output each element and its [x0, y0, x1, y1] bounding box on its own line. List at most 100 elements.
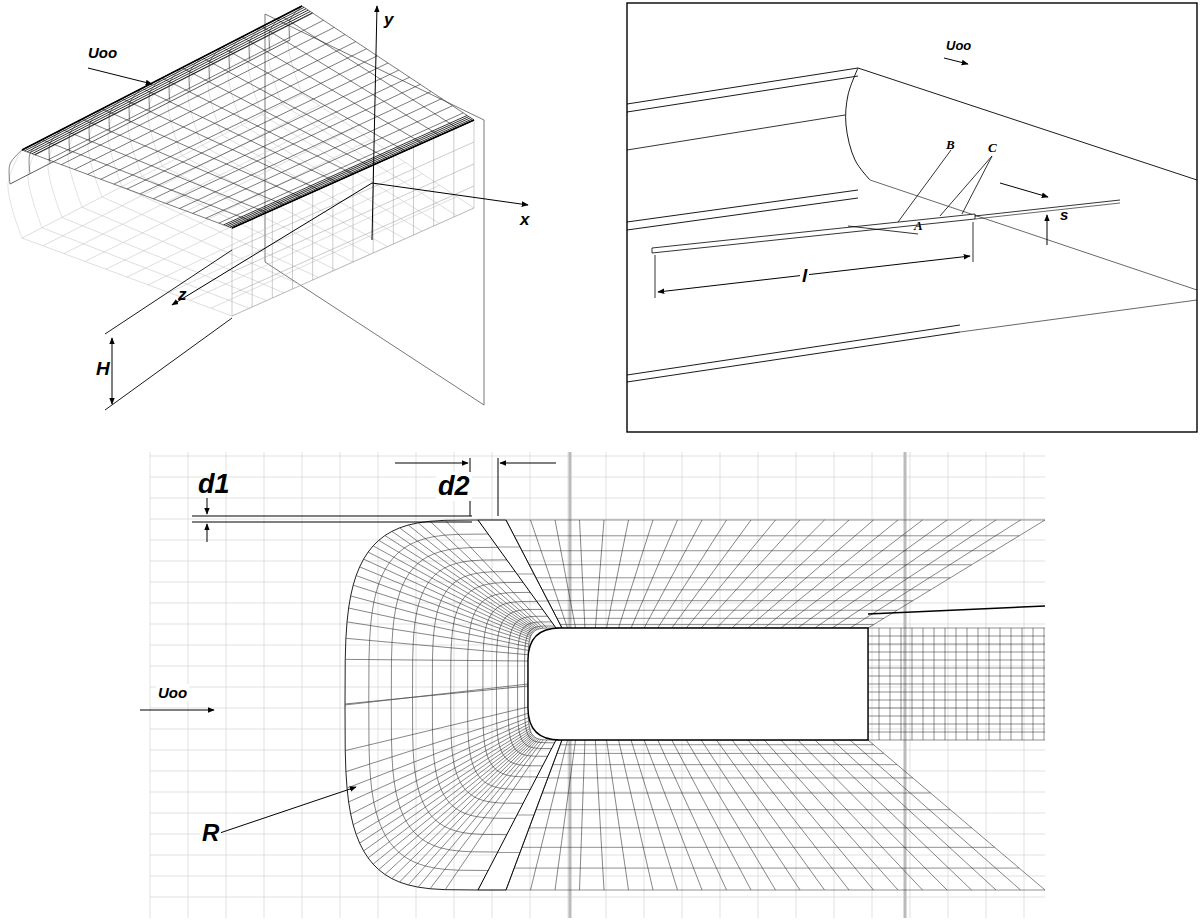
wedge-strip [517, 574, 534, 575]
z-axis [172, 183, 372, 305]
grid-line [150, 834, 1045, 835]
fan-line [506, 890, 1045, 891]
wake-mesh [868, 668, 1045, 669]
figure-label: Uoo [156, 684, 189, 701]
fan-line [536, 577, 950, 578]
top-mesh [153, 77, 409, 199]
fan-line [506, 740, 562, 890]
body-edge [627, 115, 845, 150]
grid-line [150, 519, 1045, 520]
figure-label: Uoo [86, 44, 119, 61]
body-3d-mesh [8, 6, 528, 410]
fan-line [560, 624, 873, 625]
body-edge [627, 68, 858, 104]
grid-line [150, 771, 1045, 772]
fan-line [580, 740, 585, 890]
fan-line [619, 520, 653, 628]
flow-arrow [88, 68, 152, 84]
grid-line [150, 813, 1045, 814]
fan-line [815, 740, 972, 890]
base-mesh [232, 120, 474, 228]
direction-arrow [1047, 215, 1048, 245]
top-mesh [22, 6, 302, 150]
radius-leader [205, 787, 356, 838]
fan-line [798, 740, 947, 890]
figure-label: d2 [436, 472, 472, 501]
grid-line [150, 897, 1045, 898]
base-mesh [232, 142, 474, 250]
splitter-plate [652, 214, 975, 253]
underside-mesh [43, 105, 319, 245]
grid-line [150, 561, 1045, 562]
figure-label: C [986, 140, 999, 155]
cross-section-mesh [345, 520, 1045, 890]
thickness-dimension [207, 498, 208, 514]
fan-line [672, 740, 751, 890]
wake-mesh [868, 684, 1045, 685]
wedge-strip [537, 777, 549, 778]
wake-mesh [868, 644, 1045, 645]
nose-mesh [8, 150, 22, 238]
direction-arrow [1000, 183, 1048, 197]
fan-line [555, 520, 576, 628]
leader-line [940, 156, 992, 216]
top-mesh [232, 120, 474, 228]
fan-line [522, 847, 995, 848]
ogrid-line [391, 547, 498, 852]
ogrid-line [351, 724, 529, 814]
grid-line [150, 540, 1045, 541]
wake-mesh [868, 724, 1045, 725]
grid-line [150, 456, 1045, 457]
fan-line [560, 744, 873, 745]
fan-line [686, 740, 775, 890]
fan-line [529, 564, 971, 565]
top-mesh [32, 11, 310, 153]
underside-mesh [211, 197, 457, 309]
body-edge [627, 76, 858, 112]
base-mesh [232, 208, 474, 316]
figure-label: H [94, 358, 112, 379]
figure-label: A [912, 218, 925, 233]
ogrid-line [353, 726, 529, 824]
figure-label: x [518, 210, 531, 229]
trailing-edge [232, 120, 474, 228]
wake-mesh [868, 740, 1045, 741]
flow-arrow [944, 58, 968, 64]
ogrid-line [345, 684, 528, 705]
top-mesh [25, 7, 305, 151]
length-dimension [658, 256, 970, 292]
top-mesh [35, 13, 313, 155]
fan-line [536, 809, 950, 810]
fan-line [716, 740, 824, 890]
fan-line [522, 550, 995, 551]
fan-line [548, 600, 913, 601]
underside-mesh [169, 174, 422, 293]
fan-line [701, 740, 800, 890]
wedge-strip [498, 852, 521, 853]
extension-line [498, 458, 499, 516]
fan-line [850, 520, 1020, 628]
symmetry-plane [265, 14, 484, 405]
grid-line [1024, 452, 1025, 918]
wedge-strip [537, 601, 549, 602]
extension-line [192, 522, 472, 523]
ogrid-line [345, 659, 528, 661]
fan-line [748, 740, 874, 890]
figure-label: s [1058, 206, 1070, 223]
fan-line [832, 740, 996, 890]
fan-line [716, 520, 824, 628]
figure-label: l [800, 265, 809, 286]
fan-line [548, 777, 913, 778]
top-mesh [206, 106, 453, 219]
extension-line [655, 255, 656, 298]
top-mesh [224, 115, 468, 224]
base-mesh [232, 186, 474, 294]
grid-line [150, 452, 151, 918]
fan-line [868, 740, 1045, 890]
top-mesh [27, 9, 306, 152]
grid-line [150, 792, 1045, 793]
y-axis [372, 6, 377, 240]
wake-mesh [868, 692, 1045, 693]
body-edge [627, 190, 858, 222]
